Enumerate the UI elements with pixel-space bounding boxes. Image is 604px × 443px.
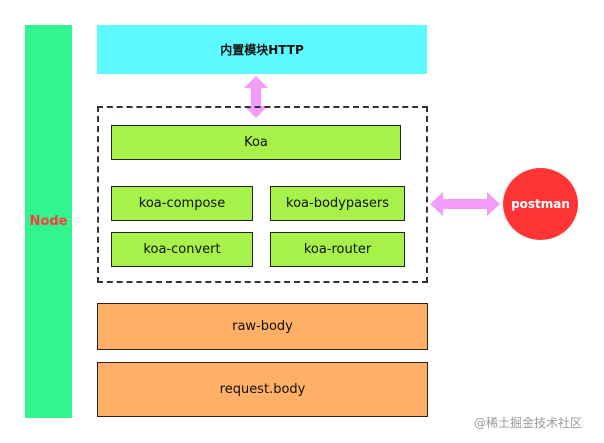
koa-block: Koa xyxy=(111,125,401,160)
http-module-label: 内置模块HTTP xyxy=(220,43,304,57)
koa-convert-block: koa-convert xyxy=(111,232,253,267)
postman-node: postman xyxy=(503,168,578,240)
watermark: @稀土掘金技术社区 xyxy=(474,416,583,430)
koa-bodypasers-block: koa-bodypasers xyxy=(270,186,405,221)
request-body-label: request.body xyxy=(219,382,306,397)
horizontal-double-arrow xyxy=(430,192,500,216)
node-label: Node xyxy=(29,214,68,229)
raw-body-block: raw-body xyxy=(97,303,428,350)
node-block: Node xyxy=(25,25,72,418)
koa-router-label: koa-router xyxy=(303,242,372,257)
koa-bodypasers-label: koa-bodypasers xyxy=(286,196,389,211)
koa-compose-block: koa-compose xyxy=(111,186,253,221)
koa-convert-label: koa-convert xyxy=(143,242,221,257)
http-module-block: 内置模块HTTP xyxy=(97,25,427,74)
koa-compose-label: koa-compose xyxy=(138,196,226,211)
koa-label: Koa xyxy=(244,135,268,150)
koa-router-block: koa-router xyxy=(270,232,405,267)
request-body-block: request.body xyxy=(97,362,428,417)
koa-group-dashed-frame xyxy=(97,106,428,283)
raw-body-label: raw-body xyxy=(232,319,293,334)
postman-label: postman xyxy=(511,197,570,211)
